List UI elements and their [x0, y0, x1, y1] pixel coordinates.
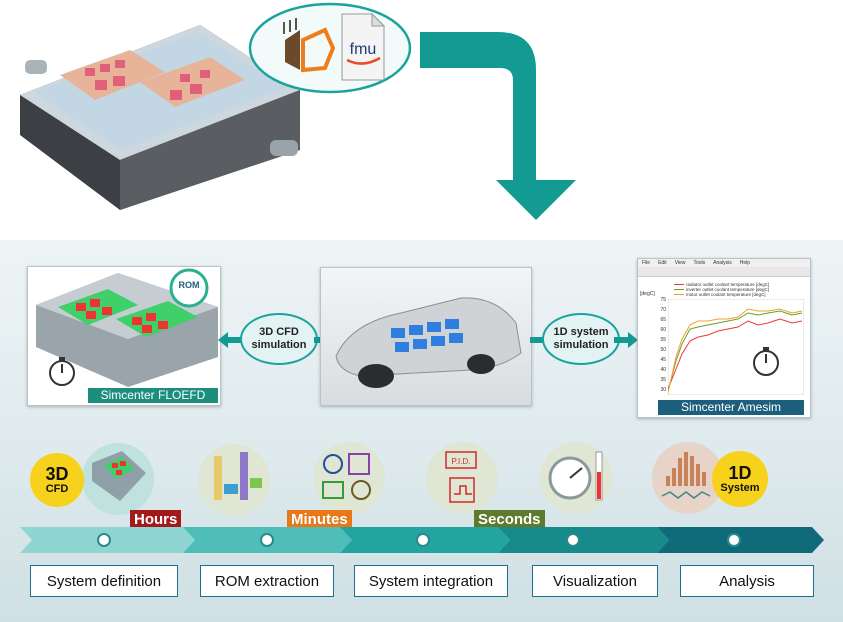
floefd-caption: Simcenter FLOEFD	[88, 388, 218, 403]
power-module-3d-image	[20, 25, 300, 210]
time-tag-minutes: Minutes	[287, 510, 352, 529]
y-tick: 60	[660, 327, 666, 333]
system-integration-illustration	[313, 442, 385, 514]
menu-help[interactable]: Help	[739, 260, 751, 266]
amesim-toolbar	[638, 267, 810, 277]
legend-item: motor outlet coolant temperature [degC]	[674, 292, 806, 297]
workflow-timeline	[20, 527, 824, 553]
cfd-badge: 3D CFD	[30, 453, 84, 507]
menu-edit[interactable]: Edit	[658, 260, 667, 266]
y-tick: 50	[660, 347, 666, 353]
menu-analysis[interactable]: Analysis	[713, 260, 732, 266]
system-definition-illustration	[82, 443, 154, 515]
inverter-line	[668, 310, 803, 392]
timeline-node	[260, 533, 274, 547]
y-tick: 75	[660, 297, 666, 303]
time-tag-seconds: Seconds	[474, 510, 545, 529]
menu-tools[interactable]: Tools	[693, 260, 706, 266]
timeline-node	[727, 533, 741, 547]
svg-text:P.I.D.: P.I.D.	[452, 457, 471, 466]
rom-extraction-illustration	[198, 444, 270, 516]
floefd-rom-image	[36, 268, 218, 387]
cfd-oval-connector	[314, 337, 322, 343]
top-graphics: fmu	[20, 2, 576, 220]
legend-item: inverter outlet coolant temperature [deg…	[674, 287, 806, 292]
left-arrow-icon	[218, 332, 248, 348]
y-tick-labels: 75 70 65 60 55 50 45 40 35 30	[656, 297, 666, 393]
system-badge: 1D System	[712, 451, 768, 507]
floefd-panel: ROM Simcenter FLOEFD	[27, 266, 221, 406]
y-unit-label: [degC]	[640, 291, 655, 297]
timeline-segment	[498, 527, 669, 553]
right-arrow-icon	[614, 332, 638, 348]
system-oval-connector	[530, 337, 544, 343]
car-cooling-image	[335, 297, 522, 388]
stage-visualization: Visualization	[532, 565, 658, 597]
fmu-label: fmu	[350, 41, 377, 58]
stage-analysis: Analysis	[680, 565, 814, 597]
y-tick: 40	[660, 367, 666, 373]
stage-rom-extraction: ROM extraction	[200, 565, 334, 597]
y-tick: 70	[660, 307, 666, 313]
car-image-panel	[320, 267, 532, 406]
big-down-arrow-icon	[420, 32, 576, 220]
timeline-node	[416, 533, 430, 547]
amesim-logo-icon	[283, 18, 336, 73]
rom-badge: ROM	[178, 280, 200, 290]
control-illustration: P.I.D.	[426, 442, 498, 514]
timeline-node	[97, 533, 111, 547]
timeline-node	[566, 533, 580, 547]
fmu-oval: fmu	[248, 2, 412, 94]
motor-line	[668, 308, 803, 394]
time-tag-hours: Hours	[130, 510, 182, 529]
system-simulation-oval: 1D system simulation	[542, 313, 620, 365]
menu-file[interactable]: File	[642, 260, 651, 266]
radiator-line	[668, 318, 803, 390]
cfd-simulation-oval: 3D CFD simulation	[240, 313, 318, 365]
y-tick: 45	[660, 357, 666, 363]
y-tick: 30	[660, 387, 666, 393]
y-tick: 55	[660, 337, 666, 343]
stage-system-definition: System definition	[30, 565, 178, 597]
stage-system-integration: System integration	[354, 565, 508, 597]
amesim-caption: Simcenter Amesim	[658, 400, 804, 415]
y-tick: 65	[660, 317, 666, 323]
y-tick: 35	[660, 377, 666, 383]
fmu-file-icon: fmu	[341, 12, 386, 81]
visualization-illustration	[540, 442, 612, 514]
temperature-plot	[668, 299, 804, 395]
menu-view[interactable]: View	[674, 260, 686, 266]
legend-item: radiator outlet coolant temperature [deg…	[674, 282, 806, 287]
amesim-menubar: File Edit View Tools Analysis Help	[638, 259, 810, 267]
amesim-window: File Edit View Tools Analysis Help [degC…	[637, 258, 811, 418]
plot-legend: radiator outlet coolant temperature [deg…	[674, 282, 806, 297]
